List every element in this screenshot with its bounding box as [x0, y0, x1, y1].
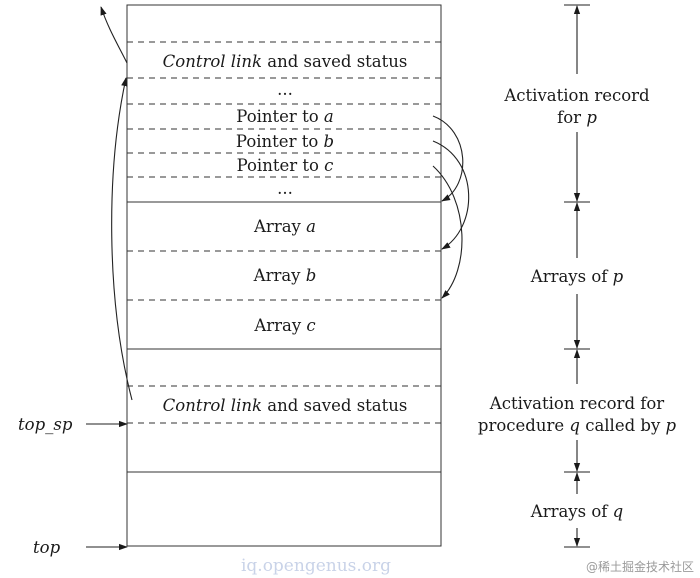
ellipsis-bottom: ... — [277, 179, 293, 198]
array-a-label: Array a — [253, 217, 316, 236]
p-control-link-label: Control link and saved status — [163, 52, 408, 71]
site-watermark: iq.opengenus.org — [241, 556, 391, 576]
activation-record-p-label: Activation record — [503, 86, 650, 105]
p-control-link-arrow — [100, 6, 128, 64]
pointer-a-label: Pointer to a — [236, 107, 333, 126]
array-c-label: Array c — [253, 316, 315, 335]
arrays-of-q-label: Arrays of q — [530, 502, 623, 521]
ellipsis-top: ... — [277, 80, 293, 99]
community-watermark: @稀土掘金技术社区 — [586, 559, 694, 574]
array-b-label: Array b — [253, 266, 317, 285]
pointer-c-label: Pointer to c — [237, 156, 334, 175]
activation-record-p-label-2: for p — [557, 108, 597, 127]
stack-frame — [126, 4, 442, 547]
q-control-link-label: Control link and saved status — [163, 396, 408, 415]
dimension-ticks — [564, 4, 590, 548]
activation-record-q-label-2: procedure q called by p — [478, 416, 677, 435]
q-control-link-arrow — [111, 77, 133, 401]
activation-record-q-label: Activation record for — [489, 394, 664, 413]
pointer-a-arrow — [432, 115, 464, 202]
top-sp-label: top_sp — [18, 415, 73, 434]
top-label: top — [33, 538, 61, 557]
pointer-b-label: Pointer to b — [236, 132, 334, 151]
arrays-of-p-label: Arrays of p — [530, 267, 624, 286]
pointer-c-arrow — [432, 165, 463, 299]
pointer-b-arrow — [432, 140, 470, 250]
